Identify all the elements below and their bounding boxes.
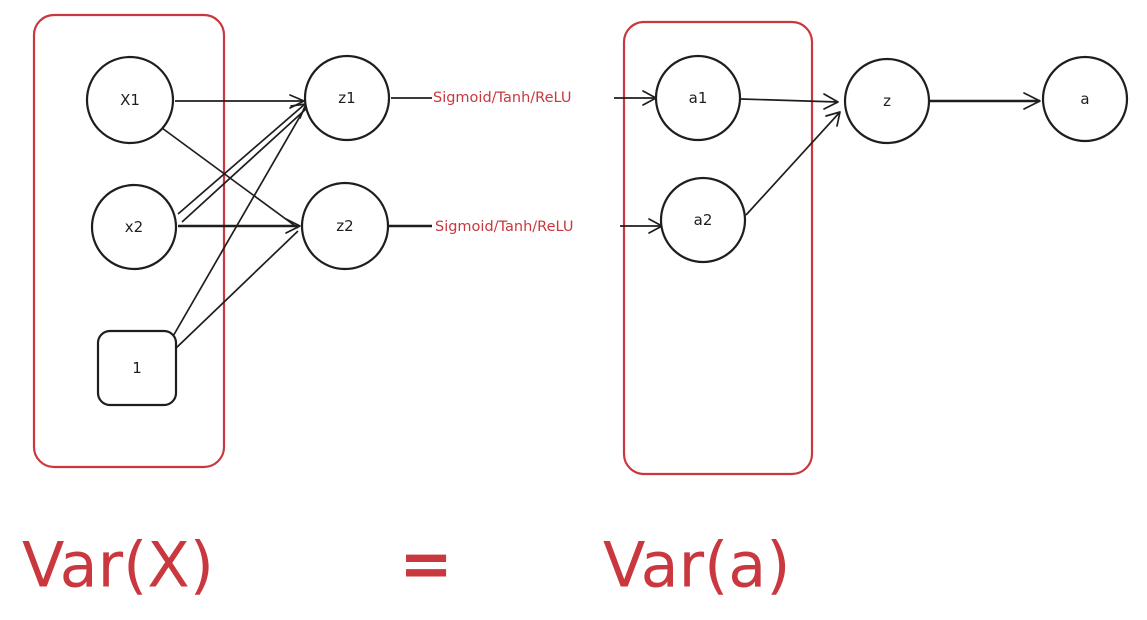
activation-label-1: Sigmoid/Tanh/ReLU bbox=[433, 90, 571, 106]
node-x2 bbox=[90, 183, 178, 271]
node-z1 bbox=[303, 54, 391, 142]
edge-bias-z2 bbox=[173, 230, 299, 351]
edge-bias-z1 bbox=[171, 105, 307, 339]
node-bias-label: 1 bbox=[132, 359, 142, 377]
edge-a1-z bbox=[740, 98, 839, 103]
node-z-label: z bbox=[883, 92, 891, 110]
edge-x2-z1-b bbox=[181, 107, 308, 223]
edge-a2-z bbox=[745, 111, 841, 216]
node-z2 bbox=[300, 181, 390, 271]
activation-label-2: Sigmoid/Tanh/ReLU bbox=[435, 219, 573, 235]
node-a1 bbox=[654, 54, 742, 142]
arrowhead-z-a1 bbox=[823, 93, 839, 110]
node-z bbox=[843, 57, 931, 145]
arrowhead-z2 bbox=[285, 218, 301, 234]
activation-group-box bbox=[622, 20, 814, 476]
arrowhead-a bbox=[1023, 92, 1041, 110]
node-z2-label: z2 bbox=[336, 217, 353, 235]
equation-left: Var(X) bbox=[22, 529, 214, 602]
node-bias bbox=[96, 329, 178, 407]
node-x1-label: X1 bbox=[120, 91, 140, 109]
edge-x2-z1 bbox=[177, 103, 306, 215]
node-z1-label: z1 bbox=[338, 89, 355, 107]
node-a-label: a bbox=[1080, 90, 1089, 108]
node-x2-label: x2 bbox=[125, 218, 143, 236]
arrowhead-z-a2 bbox=[825, 111, 841, 127]
node-a2-label: a2 bbox=[694, 211, 713, 229]
equation-operator: = bbox=[399, 528, 453, 602]
input-group-box bbox=[32, 13, 226, 469]
node-a2 bbox=[659, 176, 747, 264]
equation-right: Var(a) bbox=[603, 529, 790, 602]
node-a bbox=[1041, 55, 1129, 143]
node-x1 bbox=[85, 55, 175, 145]
node-a1-label: a1 bbox=[689, 89, 708, 107]
